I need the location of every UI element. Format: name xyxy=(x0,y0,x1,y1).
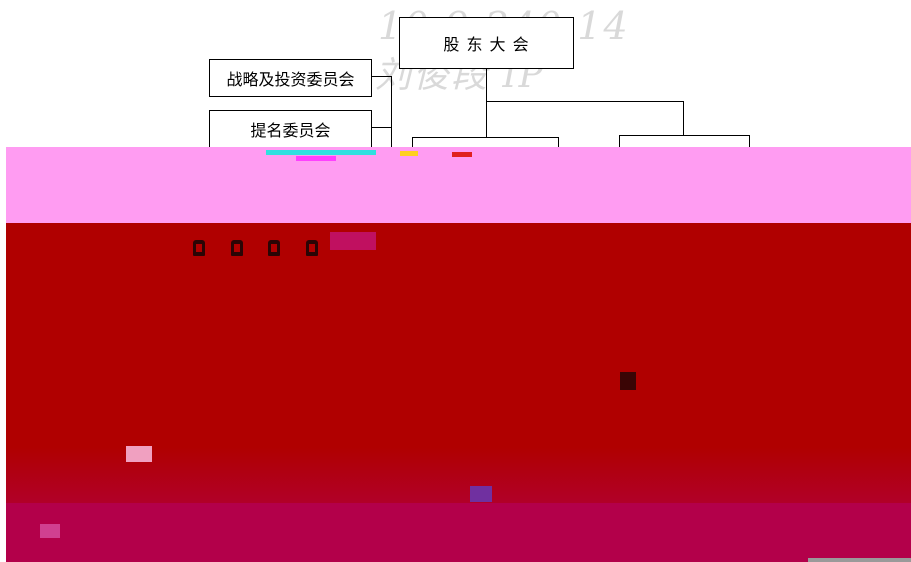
figure-icon xyxy=(268,240,280,256)
figure-icon xyxy=(231,240,243,256)
shareholders-meeting-box: 股 东 大 会 xyxy=(399,17,574,69)
connector-shareholders-down xyxy=(486,69,487,101)
figure-icon xyxy=(306,240,318,256)
strategy-committee-box: 战略及投资委员会 xyxy=(209,59,372,97)
corrupted-band-pink xyxy=(6,147,911,223)
noise-strip xyxy=(40,524,60,538)
noise-strip xyxy=(400,151,418,156)
noise-strip xyxy=(266,150,376,155)
noise-strip xyxy=(330,232,376,250)
connector-left-branch xyxy=(486,101,487,138)
connector-right-branch xyxy=(683,101,684,136)
connector-committee-spine xyxy=(391,76,392,166)
corrupted-band-bottom xyxy=(6,503,911,562)
corrupted-band-red xyxy=(6,223,911,503)
connector-horizontal-board xyxy=(486,101,684,102)
noise-strip xyxy=(296,156,336,161)
strategy-committee-label: 战略及投资委员会 xyxy=(226,70,355,89)
nomination-committee-label: 提名委员会 xyxy=(250,121,331,140)
connector-nomination xyxy=(372,127,392,128)
scrollbar-remnant xyxy=(808,558,911,562)
noise-strip xyxy=(126,446,152,462)
shareholders-meeting-label: 股 东 大 会 xyxy=(443,35,530,54)
noise-strip xyxy=(452,152,472,157)
nomination-committee-box: 提名委员会 xyxy=(209,110,372,148)
noise-strip xyxy=(620,372,636,390)
figure-icon xyxy=(193,240,205,256)
connector-strategy xyxy=(372,76,392,77)
noise-strip xyxy=(470,486,492,502)
